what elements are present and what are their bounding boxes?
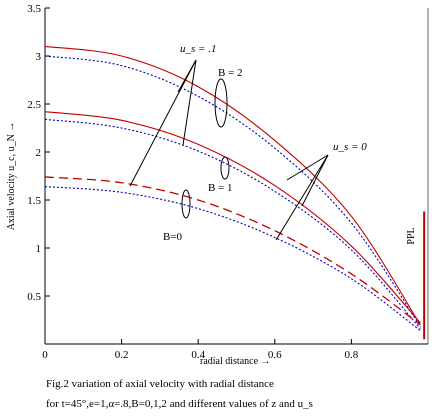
series-line-3: [44, 111, 421, 324]
y-tick-label: 3.5: [27, 3, 41, 15]
series-line-5: [44, 176, 421, 326]
caption-line-2: for t=45°,e=1,α=.8,B=0,1,2 and different…: [46, 398, 313, 410]
x-tick-label: 0: [42, 349, 48, 361]
y-ticks: 0.5 1 1.5 2 2.5 3 3.5: [27, 3, 50, 303]
label-us-01: u_s = .1: [180, 43, 216, 55]
x-tick-label: 0.2: [115, 349, 129, 361]
label-b2: B = 2: [218, 67, 243, 79]
series-line-1: [44, 45, 421, 326]
series-line-6: [44, 186, 421, 331]
x-ticks: 0 0.2 0.4 0.6 0.8: [42, 339, 359, 361]
x-tick-label: 0.8: [345, 349, 359, 361]
leader-us0-c: [275, 154, 329, 241]
y-tick-label: 3: [36, 51, 42, 63]
label-b1: B = 1: [208, 182, 233, 194]
caption-line-1: Fig.2 variation of axial velocity with r…: [46, 378, 274, 390]
leader-us0-a: [286, 154, 329, 181]
y-axis-label: Axial velocity u_c, u_N →: [6, 122, 17, 231]
label-b0: B=0: [163, 231, 183, 243]
ellipse-b0: [181, 189, 191, 219]
series-line-4: [44, 118, 421, 330]
series-line-2: [44, 55, 421, 328]
y-tick-label: 0.5: [27, 291, 41, 303]
leader-us01-b: [182, 59, 197, 146]
ppl-label: PPL: [406, 227, 417, 244]
y-tick-label: 2: [36, 147, 42, 159]
x-tick-label: 0.6: [268, 349, 282, 361]
ellipse-b1: [220, 156, 230, 180]
y-tick-label: 1.5: [27, 195, 41, 207]
x-tick-label: 0.4: [191, 349, 205, 361]
y-tick-label: 2.5: [27, 99, 41, 111]
leader-us0-b: [301, 154, 329, 207]
series-lines: [44, 45, 421, 331]
y-tick-label: 1: [36, 243, 42, 255]
leader-us01-c: [129, 59, 197, 187]
label-us-0: u_s = 0: [333, 141, 367, 153]
x-axis-label: radial distance →: [200, 356, 271, 367]
ellipse-b2: [214, 78, 228, 128]
